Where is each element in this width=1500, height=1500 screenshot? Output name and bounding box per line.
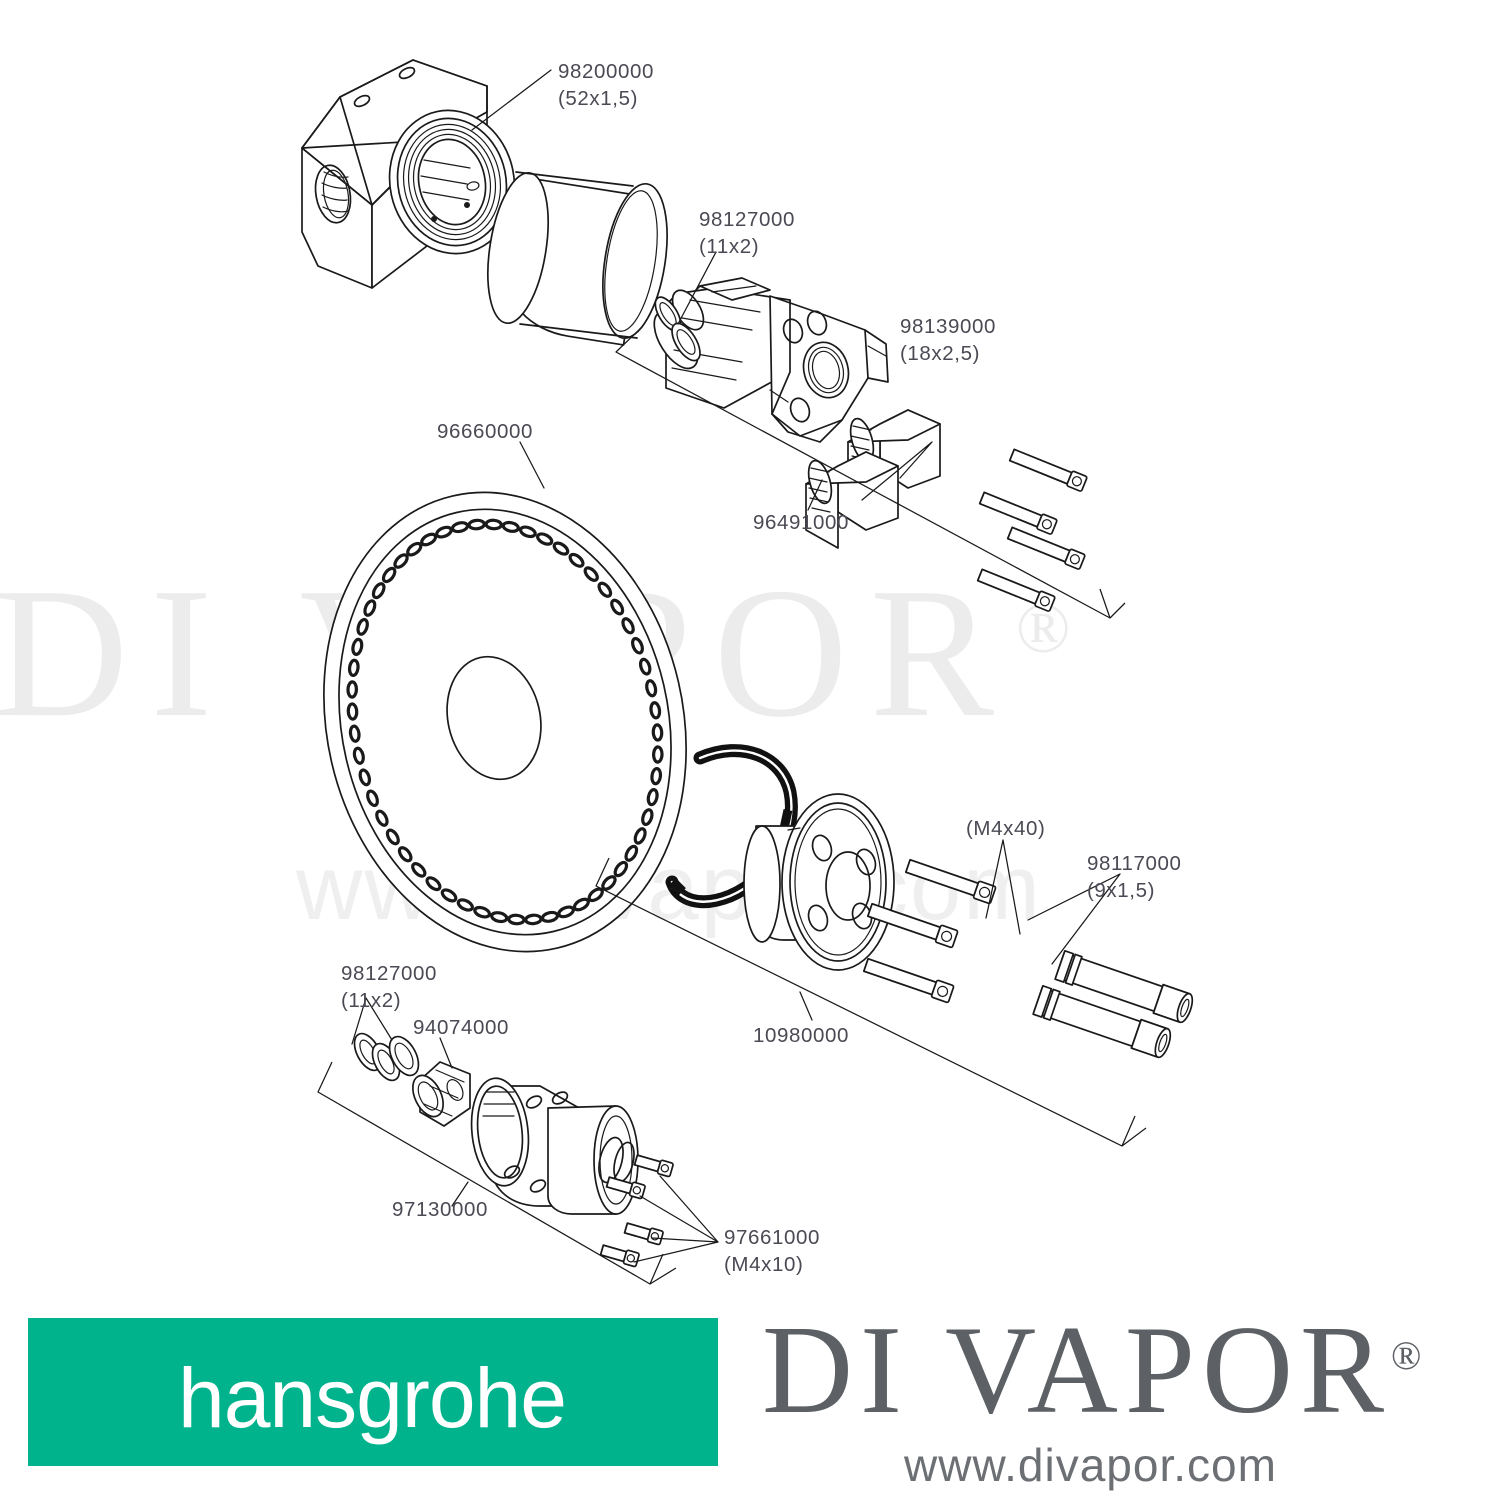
callout-97130000-number: 97130000	[392, 1198, 489, 1221]
callout-10980000-number: 10980000	[753, 1024, 850, 1047]
footer-branding: hansgrohe DI VAPOR® www.divapor.com	[0, 1290, 1500, 1500]
callout-m4x40: (M4x40)	[966, 815, 1045, 842]
callout-97661000-spec: (M4x10)	[724, 1253, 804, 1277]
callout-98200000-number: 98200000	[558, 60, 655, 83]
leader-lines	[351, 69, 1121, 1263]
part-hex-plug-pair	[805, 409, 941, 549]
callout-97130000: 97130000	[392, 1196, 488, 1223]
callout-98139000: 98139000 (18x2,5)	[900, 313, 996, 367]
callout-98200000-spec: (52x1,5)	[558, 87, 639, 111]
callout-96660000: 96660000	[437, 418, 533, 445]
callout-98127000-upper: 98127000 (11x2)	[699, 206, 795, 260]
callout-98117000: 98117000 (9x1,5)	[1087, 850, 1182, 904]
kit-boundary-97130000	[317, 1061, 677, 1285]
hansgrohe-logo-text: hansgrohe	[178, 1351, 567, 1445]
callout-98127000-lower-spec: (11x2)	[341, 989, 402, 1013]
callout-98139000-number: 98139000	[900, 315, 997, 338]
callout-98127000-lower-number: 98127000	[341, 962, 438, 985]
divapor-registered-icon: ®	[1391, 1333, 1422, 1378]
callout-98127000-lower: 98127000 (11x2)	[341, 960, 437, 1014]
callout-98139000-spec: (18x2,5)	[900, 342, 981, 366]
part-extension-nipples	[1032, 949, 1194, 1059]
part-m4x40-screws	[863, 859, 997, 1004]
part-face-plate-perforated	[323, 491, 687, 953]
callout-97661000-number: 97661000	[724, 1226, 821, 1249]
part-check-valve-94074000	[411, 1061, 471, 1127]
callout-m4x40-number: (M4x40)	[966, 817, 1046, 840]
callout-96660000-number: 96660000	[437, 420, 534, 443]
part-m4x10-screws	[599, 1154, 674, 1268]
callout-96491000: 96491000	[753, 509, 849, 536]
callout-10980000: 10980000	[753, 1022, 849, 1049]
callout-96491000-number: 96491000	[753, 511, 850, 534]
kit-boundary-10980000	[595, 857, 1147, 1147]
part-valve-body-housing	[301, 59, 516, 289]
part-sleeve-bush	[487, 171, 668, 346]
callout-98127000-upper-spec: (11x2)	[699, 235, 760, 259]
part-oring-11x2-lower	[353, 1032, 420, 1082]
kit-boundary-96491000	[615, 325, 1126, 619]
part-oring-11x2-upper	[654, 296, 701, 362]
callout-98117000-spec: (9x1,5)	[1087, 879, 1156, 903]
part-cartridge-97130000	[353, 1032, 639, 1215]
divapor-logo-name: DI VAPOR	[762, 1301, 1392, 1440]
part-thermostatic-cartridge	[653, 277, 889, 443]
part-long-screws-group	[976, 448, 1088, 612]
part-escutcheon-hub	[743, 793, 895, 971]
divapor-logo-text: DI VAPOR®	[762, 1308, 1421, 1434]
callout-98200000: 98200000 (52x1,5)	[558, 58, 654, 112]
callout-98117000-number: 98117000	[1087, 852, 1182, 875]
divapor-url-text: www.divapor.com	[904, 1439, 1277, 1491]
callout-97661000: 97661000 (M4x10)	[724, 1224, 820, 1278]
callout-98127000-upper-number: 98127000	[699, 208, 796, 231]
hansgrohe-logo-box: hansgrohe	[28, 1318, 718, 1466]
callout-94074000: 94074000	[413, 1014, 509, 1041]
callout-94074000-number: 94074000	[413, 1016, 510, 1039]
